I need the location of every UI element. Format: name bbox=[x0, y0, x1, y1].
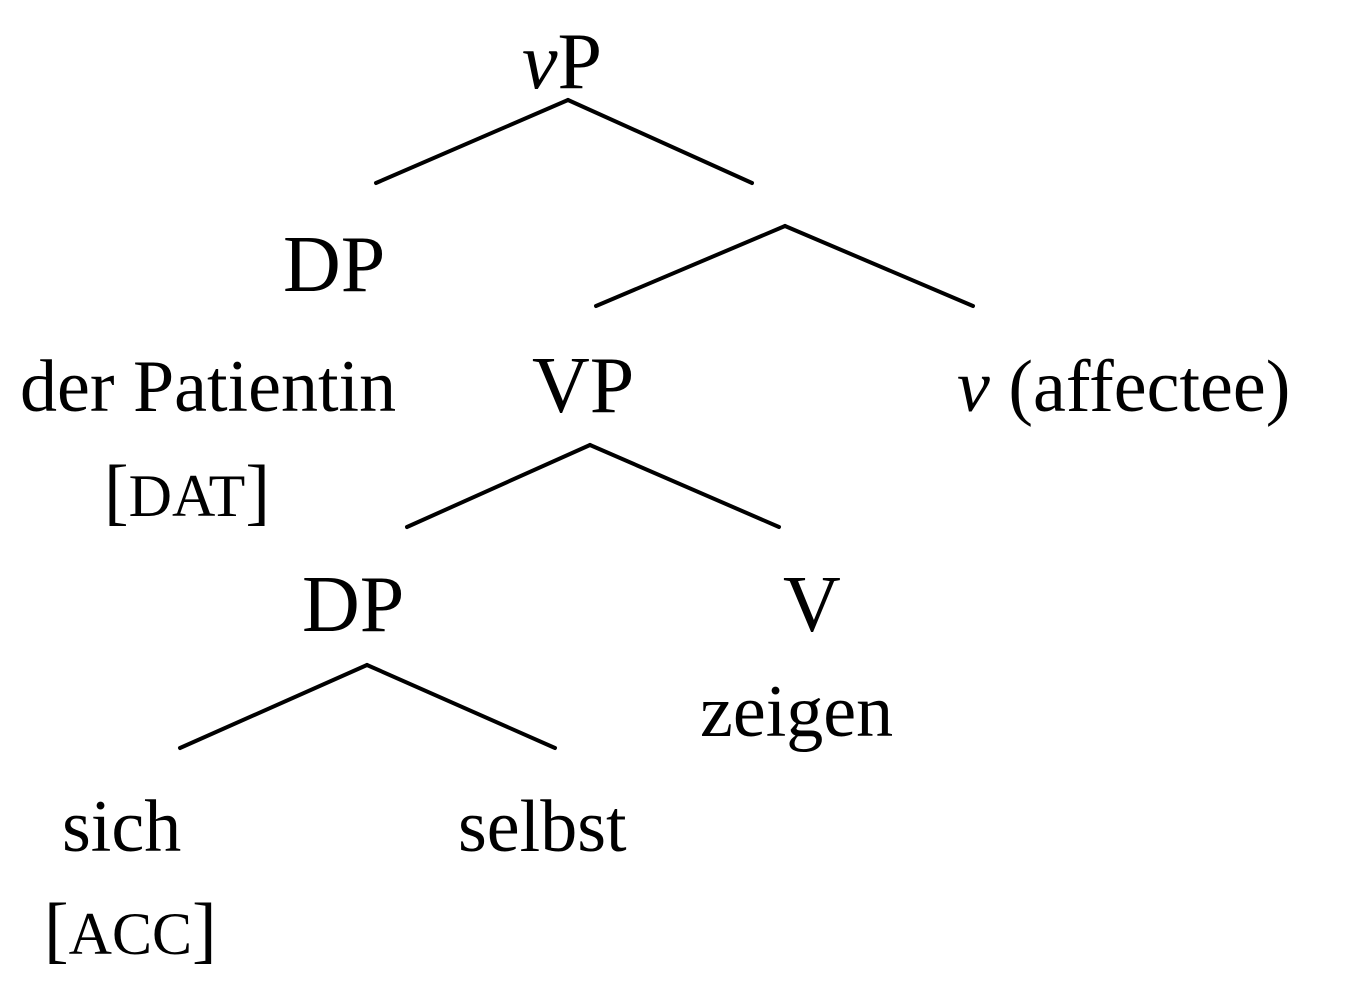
node-spec-dp: DP bbox=[283, 221, 386, 309]
branch-vp-root-left bbox=[374, 98, 570, 185]
branch-vp-left bbox=[405, 443, 592, 529]
node-root-v-italic: v bbox=[522, 18, 558, 106]
node-little-v: v (affectee) bbox=[957, 350, 1290, 424]
node-obj-dp: DP bbox=[302, 561, 405, 649]
case-acc-close: ] bbox=[192, 889, 217, 971]
branch-vbar-left bbox=[594, 224, 787, 308]
node-root-p: P bbox=[557, 18, 603, 106]
case-dat-open: [ bbox=[104, 451, 129, 533]
case-acc: [ACC] bbox=[44, 893, 217, 967]
case-dat-close: ] bbox=[245, 451, 270, 533]
branch-dp-right bbox=[365, 663, 557, 750]
branch-vp-root-right bbox=[566, 98, 754, 185]
branch-vp-right bbox=[588, 443, 781, 529]
case-acc-open: [ bbox=[44, 889, 69, 971]
node-vp: VP bbox=[532, 342, 635, 430]
word-zeigen: zeigen bbox=[700, 671, 894, 753]
node-v-head: V bbox=[783, 561, 841, 649]
node-little-v-label: (affectee) bbox=[1008, 346, 1291, 428]
branch-dp-left bbox=[178, 663, 369, 750]
word-selbst: selbst bbox=[458, 786, 627, 868]
case-dat: [DAT] bbox=[104, 455, 270, 529]
branch-vbar-right bbox=[783, 224, 975, 308]
node-little-v-italic: v bbox=[957, 346, 990, 428]
node-root-vp: vP bbox=[522, 22, 602, 102]
case-dat-label: DAT bbox=[128, 463, 246, 529]
case-acc-label: ACC bbox=[68, 901, 193, 967]
word-sich: sich bbox=[62, 786, 182, 868]
word-der-patientin: der Patientin bbox=[20, 346, 397, 428]
